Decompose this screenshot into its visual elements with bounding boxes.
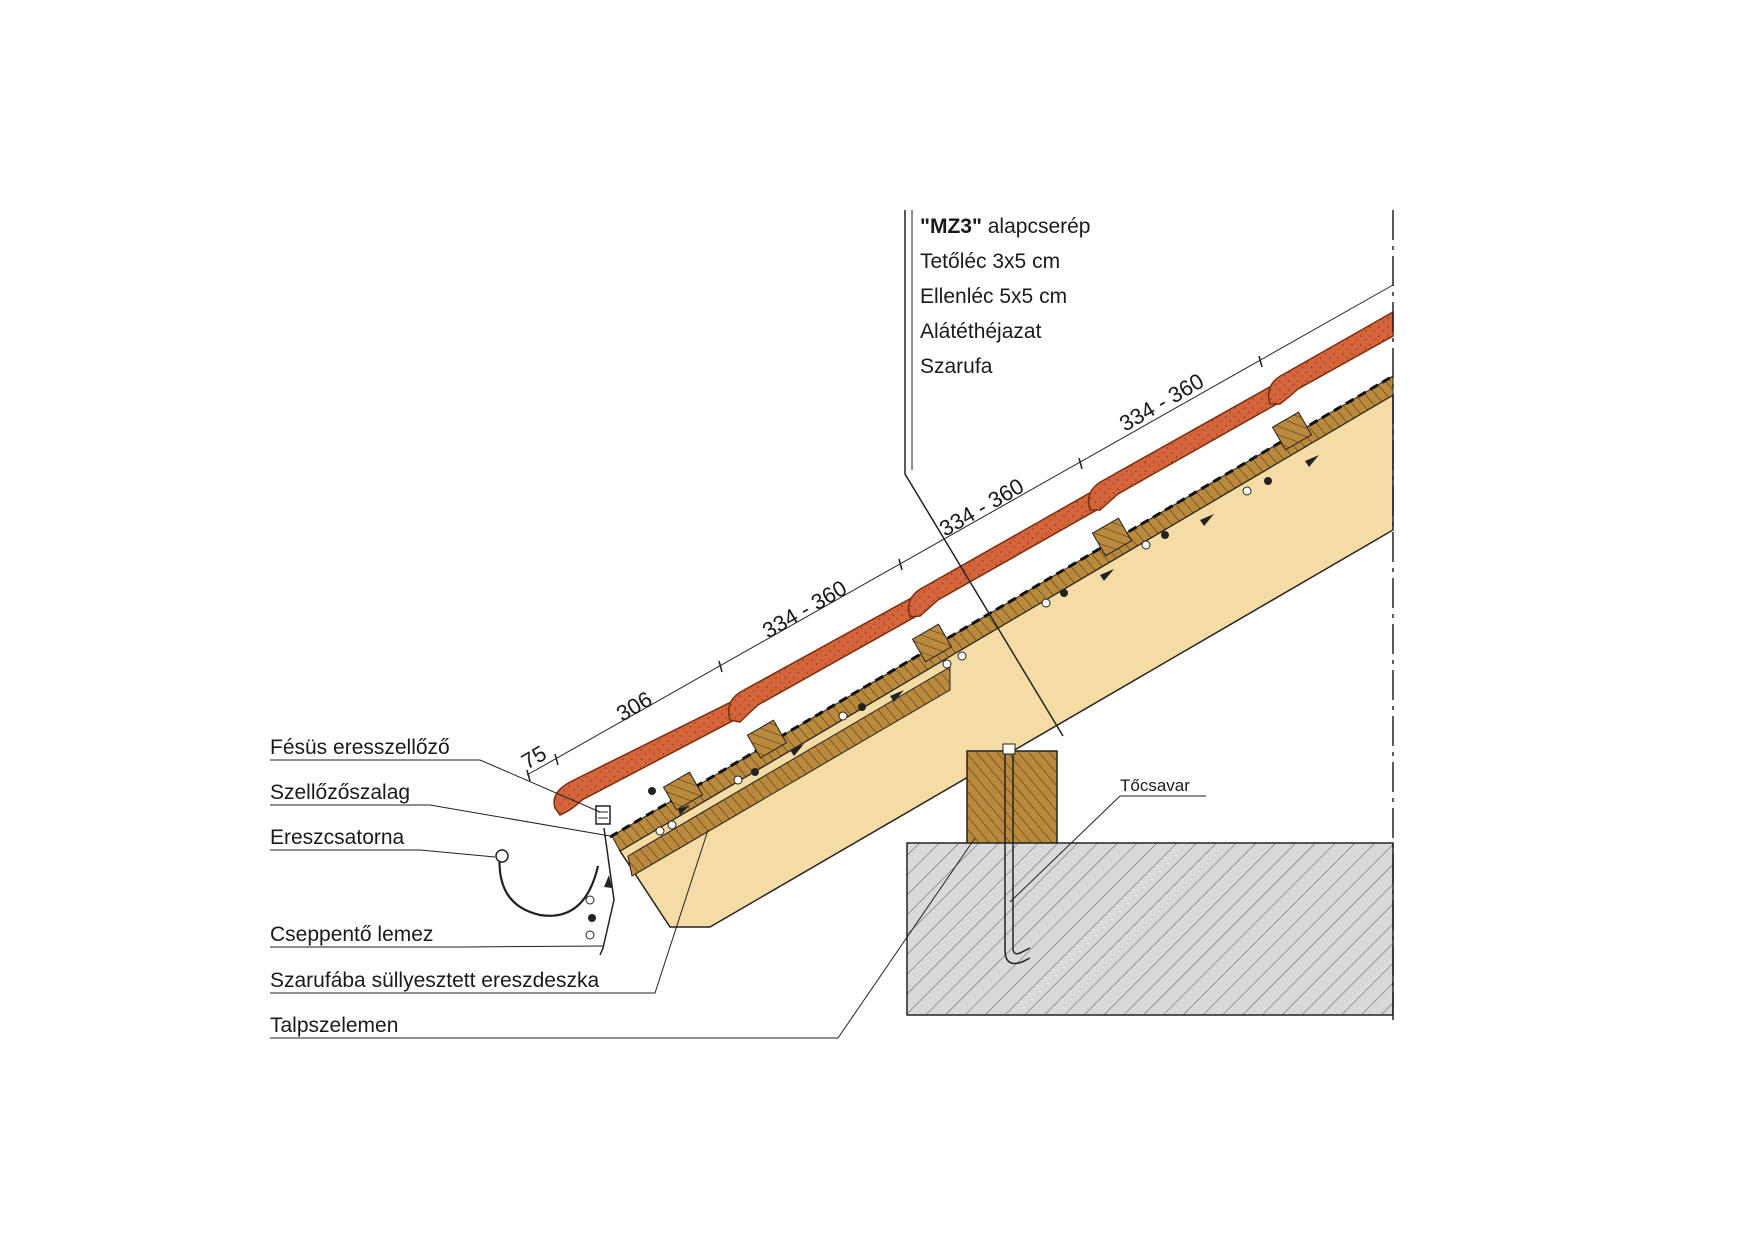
layer-leader	[904, 210, 1064, 737]
leader-drip-plate	[270, 945, 605, 948]
callout-comb-vent: Fésüs eresszellőző	[270, 736, 450, 759]
callout-eaves-board: Szarufába süllyesztett ereszdeszka	[270, 969, 599, 992]
gutter	[498, 851, 600, 917]
leader-vent-strip	[270, 804, 611, 837]
dim-first: 306	[612, 686, 656, 726]
layer-counter-batten-label: Ellenléc 5x5 cm	[920, 285, 1067, 308]
battens	[662, 411, 1313, 811]
leader-wall-plate	[270, 837, 976, 1039]
wall-plate	[966, 750, 1058, 846]
drip-plate	[599, 827, 615, 956]
leader-comb-vent	[270, 759, 601, 813]
callout-vent-strip: Szellőzőszalag	[270, 781, 410, 804]
airflow-markers	[585, 455, 1319, 940]
dim-overhang: 75	[517, 740, 551, 774]
concrete-wall	[906, 842, 1394, 1016]
eaves-board-strip	[627, 666, 951, 877]
dim-spacing-1: 334 - 360	[758, 575, 851, 643]
dim-spacing-3: 334 - 360	[1115, 368, 1208, 436]
layer-rafter-label: Szarufa	[920, 355, 993, 378]
underlay-membrane	[609, 374, 1394, 839]
leader-bolt	[1009, 795, 1206, 903]
layer-tile-label: "MZ3" alapcserép	[920, 215, 1091, 238]
callout-bolt: Tőcsavar	[1120, 776, 1190, 795]
dimension-line	[526, 284, 1394, 782]
leader-gutter	[270, 849, 496, 858]
comb-vent	[595, 805, 611, 825]
callout-drip-plate: Cseppentő lemez	[270, 923, 433, 946]
layer-batten-label: Tetőléc 3x5 cm	[920, 250, 1060, 273]
leader-eaves-board	[270, 829, 709, 994]
anchor-bolt	[1002, 743, 1031, 965]
callout-wall-plate: Talpszelemen	[270, 1014, 398, 1037]
roof-tiles	[553, 310, 1394, 816]
gutter-rim	[495, 849, 509, 863]
dim-spacing-2: 334 - 360	[935, 473, 1028, 541]
callout-gutter: Ereszcsatorna	[270, 826, 405, 849]
layer-underlay-label: Alátéthéjazat	[920, 320, 1042, 343]
